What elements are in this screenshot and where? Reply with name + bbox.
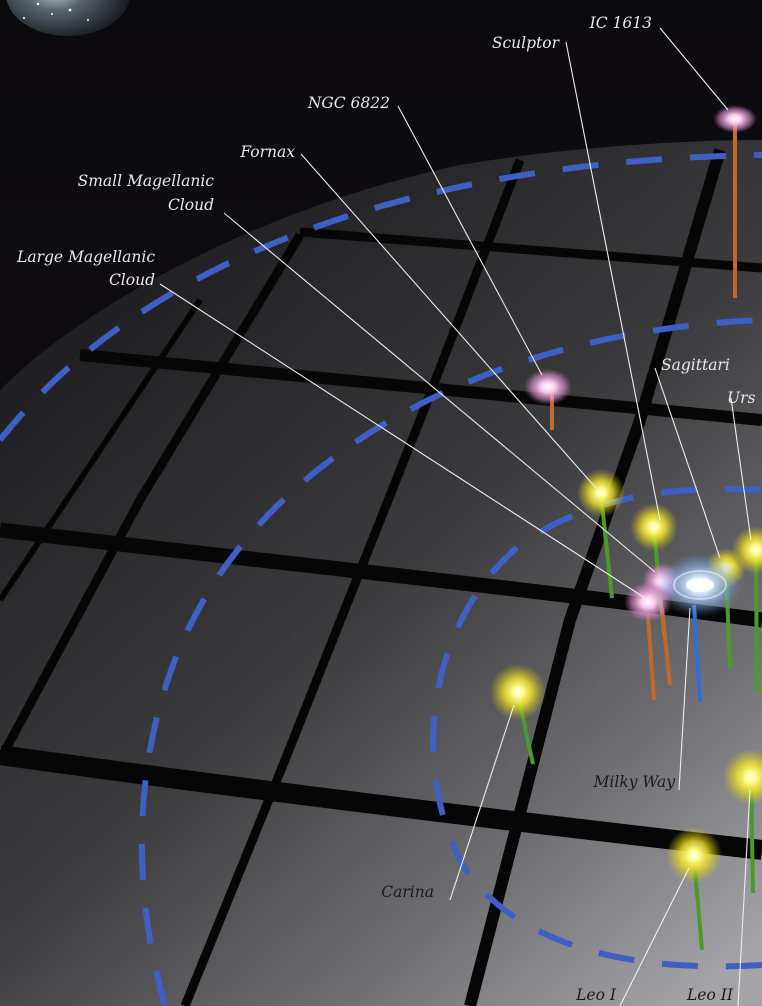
fornax-galaxy bbox=[577, 469, 625, 517]
label-leo-ii: Leo II bbox=[686, 986, 734, 1004]
spiral-galaxy-icon bbox=[656, 553, 744, 617]
label-smc-line1: Small Magellanic bbox=[78, 172, 215, 190]
label-smc-line2: Cloud bbox=[168, 196, 214, 214]
galaxy-icon bbox=[6, 0, 130, 36]
distance-rings bbox=[0, 152, 762, 1006]
leo-i-galaxy bbox=[666, 827, 722, 883]
labels: Sculptor IC 1613 NGC 6822 Fornax Small M… bbox=[16, 14, 755, 1004]
ngc-6822-galaxy bbox=[524, 369, 572, 405]
ic-1613-galaxy bbox=[713, 105, 757, 133]
label-ursa: Urs bbox=[727, 389, 755, 407]
label-milky-way: Milky Way bbox=[593, 773, 676, 791]
sculptor-galaxy bbox=[630, 503, 678, 551]
ursa-minor-galaxy bbox=[732, 526, 762, 574]
carina-galaxy bbox=[490, 664, 546, 720]
leader-lines bbox=[159, 27, 752, 1006]
leo-ii-galaxy bbox=[723, 749, 762, 805]
label-lmc-line1: Large Magellanic bbox=[16, 248, 155, 266]
label-lmc-line2: Cloud bbox=[109, 271, 155, 289]
label-sagittarius: Sagittari bbox=[661, 356, 730, 374]
label-carina: Carina bbox=[381, 883, 434, 901]
label-sculptor: Sculptor bbox=[492, 34, 561, 52]
label-ngc-6822: NGC 6822 bbox=[307, 94, 390, 112]
label-fornax: Fornax bbox=[239, 143, 295, 161]
label-ic-1613: IC 1613 bbox=[589, 14, 652, 32]
label-leo-i: Leo I bbox=[575, 986, 617, 1004]
